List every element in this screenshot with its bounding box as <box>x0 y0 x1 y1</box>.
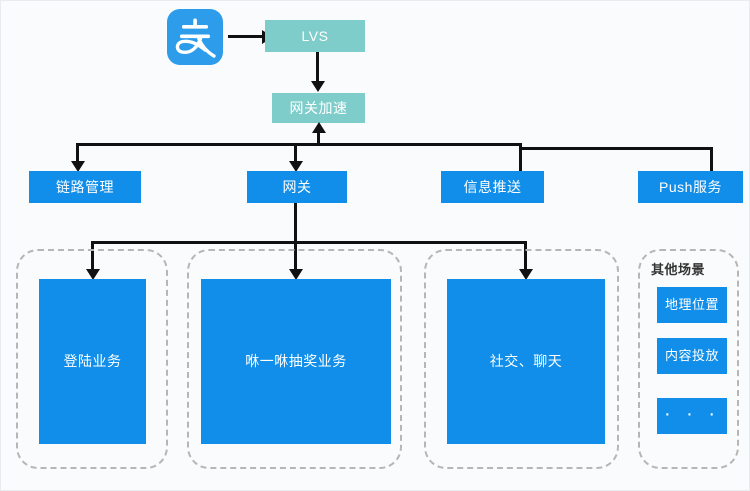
node-gateway-accel[interactable]: 网关加速 <box>272 93 365 123</box>
node-geo-location[interactable]: 地理位置 <box>657 287 727 323</box>
node-gateway[interactable]: 网关 <box>247 171 347 203</box>
node-social-chat-label: 社交、聊天 <box>489 353 563 370</box>
connector-fanout-to-lottery-business <box>294 241 297 273</box>
node-login-business-label: 登陆业务 <box>63 353 122 370</box>
fanout-bus-business <box>91 241 527 244</box>
connector-fanout-to-social-chat <box>524 241 527 273</box>
connector-bus-to-gateway-accel <box>317 131 320 146</box>
node-content-delivery-label: 内容投放 <box>664 348 719 364</box>
node-push-service[interactable]: Push服务 <box>638 171 743 203</box>
arrowhead-bus-to-gateway-accel <box>311 122 326 133</box>
alipay-logo <box>167 9 223 65</box>
connector-bus-to-message-push <box>519 143 522 173</box>
node-gateway-label: 网关 <box>282 178 312 195</box>
group-other-scenarios-title: 其他场景 <box>651 262 706 277</box>
node-link-management-label: 链路管理 <box>56 178 114 195</box>
arrowhead-bus-to-gateway <box>288 161 303 172</box>
node-lottery-business-label: 咻一咻抽奖业务 <box>245 353 347 370</box>
node-login-business[interactable]: 登陆业务 <box>39 279 146 444</box>
arrowhead-bus-to-link-management <box>70 161 85 172</box>
node-more-ellipsis-label: · · · <box>663 402 721 425</box>
connector-gateway-down <box>294 203 297 243</box>
node-lvs[interactable]: LVS <box>265 20 365 52</box>
node-more-ellipsis[interactable]: · · · <box>657 398 727 434</box>
node-lvs-label: LVS <box>301 27 329 44</box>
connector-lvs-to-gateway-accel <box>316 52 319 84</box>
node-lottery-business[interactable]: 咻一咻抽奖业务 <box>201 279 391 444</box>
bus-line-right <box>519 147 713 150</box>
node-message-push[interactable]: 信息推送 <box>441 171 544 203</box>
arrowhead-lvs-to-gateway-accel <box>310 81 325 92</box>
connector-bus-to-gateway <box>294 143 297 165</box>
connector-bus-to-link-management <box>76 143 79 165</box>
group-social-chat <box>424 249 619 469</box>
arrowhead-fanout-to-social-chat <box>518 269 533 280</box>
bus-line-left <box>76 143 521 146</box>
node-link-management[interactable]: 链路管理 <box>29 171 141 203</box>
arrowhead-fanout-to-lottery-business <box>288 269 303 280</box>
node-message-push-label: 信息推送 <box>463 178 522 195</box>
connector-fanout-to-login-business <box>91 241 94 273</box>
group-lottery-business <box>187 249 402 469</box>
node-push-service-label: Push服务 <box>659 178 722 195</box>
connector-logo-to-lvs <box>228 35 265 38</box>
group-login-business <box>16 249 168 469</box>
node-gateway-accel-label: 网关加速 <box>289 99 348 116</box>
node-social-chat[interactable]: 社交、聊天 <box>447 279 605 444</box>
alipay-zhi-glyph-icon <box>175 18 216 58</box>
node-content-delivery[interactable]: 内容投放 <box>657 338 727 374</box>
connector-bus-to-push-service <box>710 147 713 173</box>
arrowhead-fanout-to-login-business <box>85 269 100 280</box>
group-other-scenarios <box>638 249 739 469</box>
node-geo-location-label: 地理位置 <box>664 297 719 313</box>
